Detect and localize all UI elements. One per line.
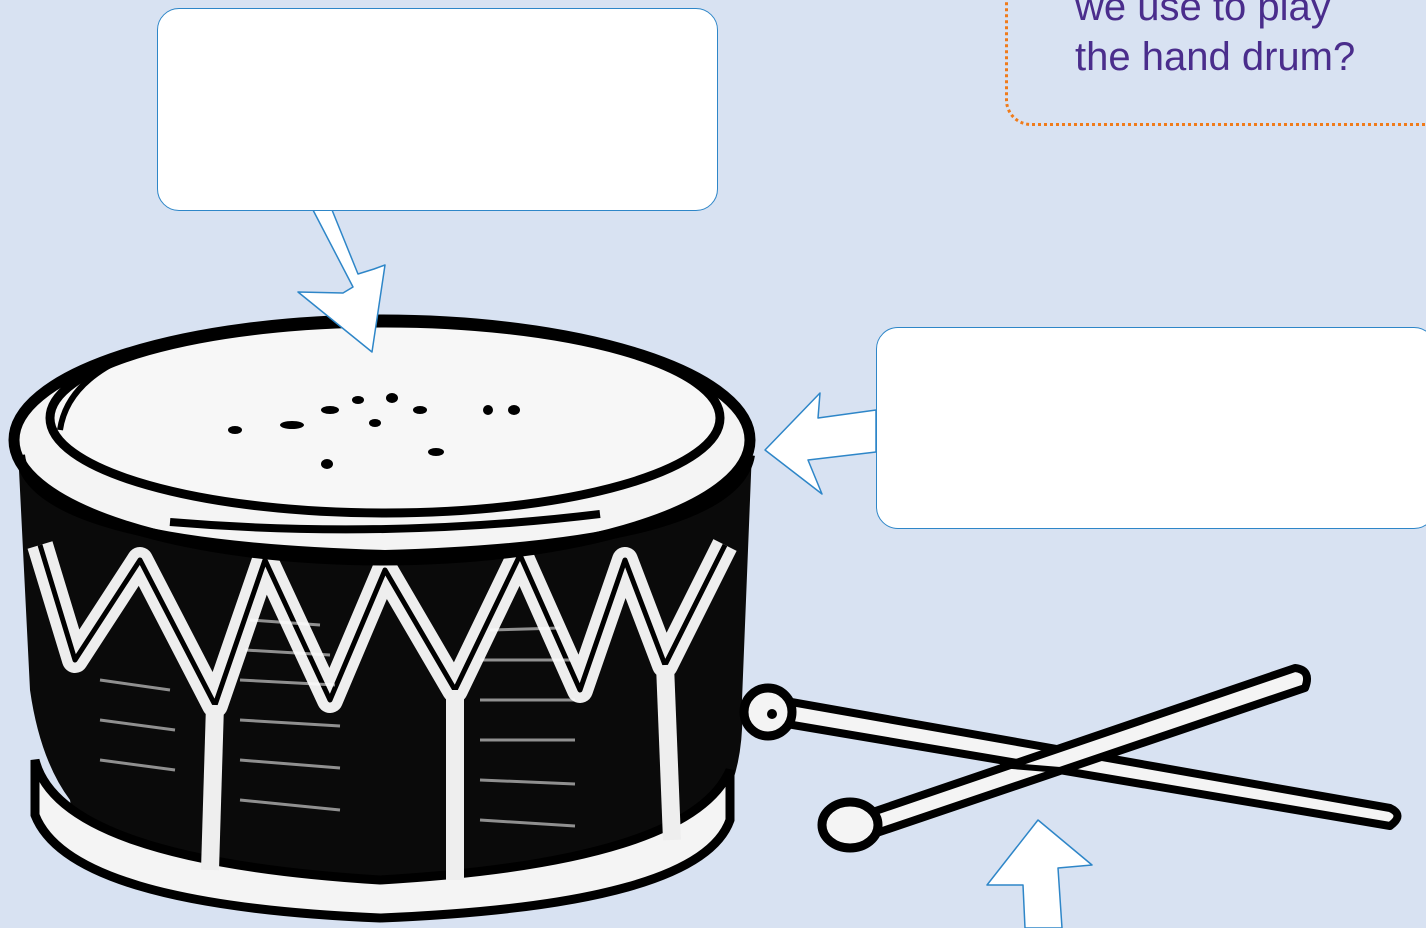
- drum-vertical-cords: [201, 664, 681, 880]
- arrow-icon: [764, 392, 877, 495]
- answer-box-drum-head[interactable]: [157, 8, 718, 211]
- drumsticks-illustration: [739, 664, 1402, 853]
- question-line-2: the hand drum?: [1075, 35, 1356, 79]
- arrow-to-drum-head: [297, 204, 386, 353]
- question-line-1: we use to play: [1075, 0, 1331, 29]
- drum-shading: [99, 618, 576, 828]
- question-callout-border: [1005, 0, 1426, 126]
- hand-drum-illustration: [8, 314, 756, 923]
- arrow-to-drum-rim: [764, 392, 877, 495]
- drum-shell: [18, 450, 752, 915]
- drumstick-2: [851, 664, 1311, 842]
- drum-head: [45, 318, 725, 518]
- arrow-icon: [986, 819, 1093, 928]
- drum-head-marks: [228, 393, 520, 469]
- arrow-to-drumsticks: [986, 819, 1093, 928]
- arrow-icon: [297, 204, 386, 353]
- question-text: we use to play the hand drum?: [1075, 0, 1355, 82]
- answer-box-drum-rim[interactable]: [876, 327, 1426, 529]
